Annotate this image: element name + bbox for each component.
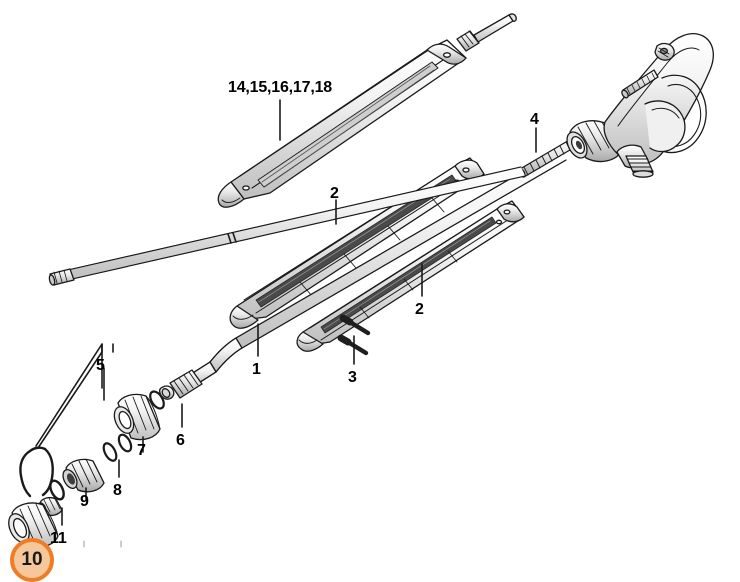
callout-2-lower: 2	[415, 301, 424, 318]
part-lance-extension-rail-lower	[296, 200, 525, 352]
callout-4: 4	[530, 111, 539, 128]
faint-registration-marks	[83, 540, 122, 548]
callout-14-15-16-17-18: 14,15,16,17,18	[228, 79, 332, 96]
callout-1: 1	[252, 361, 261, 378]
part-o-ring-medium	[117, 433, 133, 453]
part-threaded-coupling-pin	[518, 138, 576, 178]
part-thin-lance-tube	[48, 166, 526, 286]
part-nozzle-cap-sleeve	[8, 502, 59, 548]
part-retaining-spring-clip	[19, 446, 54, 498]
highlighted-part-number: 10	[21, 549, 43, 570]
part-o-ring-large	[149, 390, 165, 410]
callout-7: 7	[137, 442, 146, 459]
part-o-ring-seal	[49, 479, 65, 501]
callout-8: 8	[113, 482, 122, 499]
part-nozzle-cap-sleeve-upper	[113, 393, 161, 441]
part-spray-lance-tube	[187, 149, 567, 387]
callout-9: 9	[80, 493, 89, 510]
highlighted-part-badge-10[interactable]: 10	[10, 538, 54, 582]
callout-3: 3	[348, 369, 357, 386]
callout-6: 6	[176, 432, 185, 449]
leader-lines-bracket	[37, 343, 103, 449]
callout-2-upper: 2	[330, 185, 339, 202]
part-spray-gun-assembly	[603, 33, 714, 178]
part-o-ring-small	[102, 442, 118, 462]
callout-5: 5	[96, 357, 105, 374]
callout-11: 11	[50, 530, 67, 547]
part-coupling-nut	[158, 369, 203, 400]
part-rotary-lance-assembly	[217, 13, 517, 208]
part-splined-connector	[62, 458, 105, 493]
